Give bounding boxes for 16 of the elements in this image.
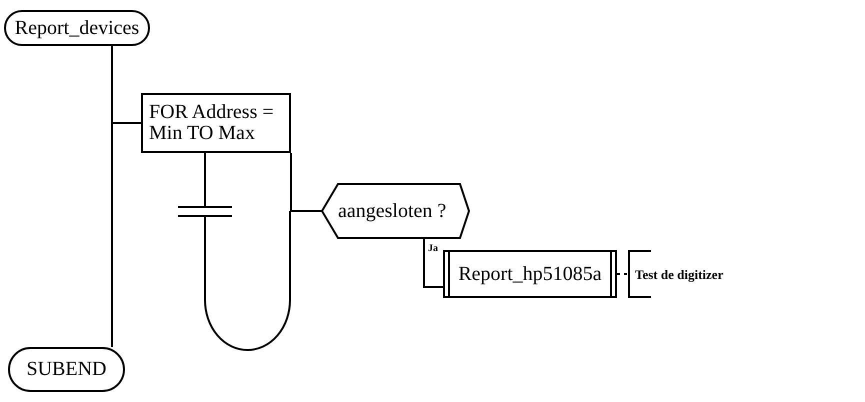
node-label: Test de digitizer <box>635 266 724 284</box>
node-label: FOR Address = Min TO Max <box>149 102 275 144</box>
connector-line <box>111 46 141 124</box>
connector-line <box>290 153 322 212</box>
connector-line <box>423 239 443 288</box>
subroutine-box <box>443 250 617 298</box>
terminal-shape <box>8 347 125 392</box>
terminal-shape <box>4 10 150 46</box>
node-label: Report_hp51085a <box>458 264 602 284</box>
node-label: aangesloten ? <box>338 200 448 222</box>
node-label: SUBEND <box>26 359 106 380</box>
edge-label: Ja <box>428 244 438 254</box>
node-label: Report_devices <box>14 18 140 38</box>
decision-shape <box>320 183 470 239</box>
connector-line <box>617 273 629 275</box>
loop-box <box>141 93 291 153</box>
